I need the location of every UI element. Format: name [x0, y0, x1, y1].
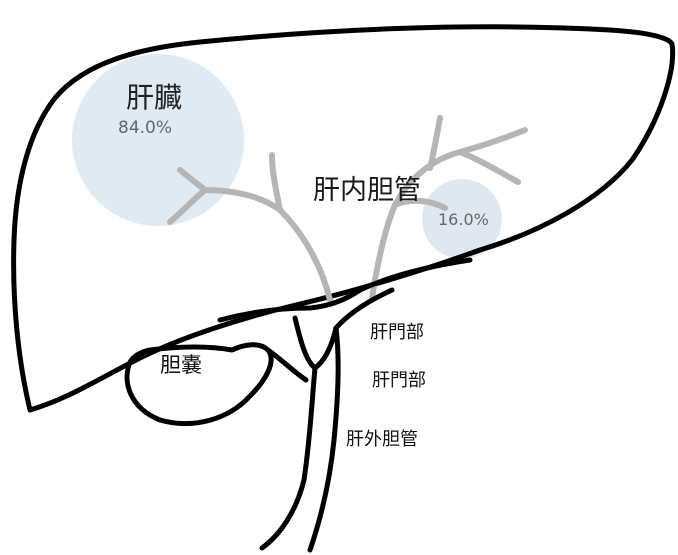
- intrahepatic-share-value: 16.0%: [438, 210, 489, 229]
- liver-share-value: 84.0%: [118, 118, 173, 138]
- gallbladder-label: 胆嚢: [160, 353, 202, 377]
- cystic-duct: [265, 347, 309, 383]
- extrahepatic-bile-duct-label: 肝外胆管: [346, 429, 418, 450]
- intrahepatic-bile-duct-label: 肝内胆管: [313, 175, 421, 206]
- hepatic-hilum-label: 肝門部: [370, 322, 424, 343]
- intrahepatic-ducts: [167, 115, 528, 303]
- hepatic-hilum-label-secondary: 肝門部: [372, 370, 426, 391]
- liver-label: 肝臓: [126, 81, 183, 114]
- hilum-cavity: [217, 257, 473, 553]
- intrahepatic-share-bubble: [422, 179, 502, 259]
